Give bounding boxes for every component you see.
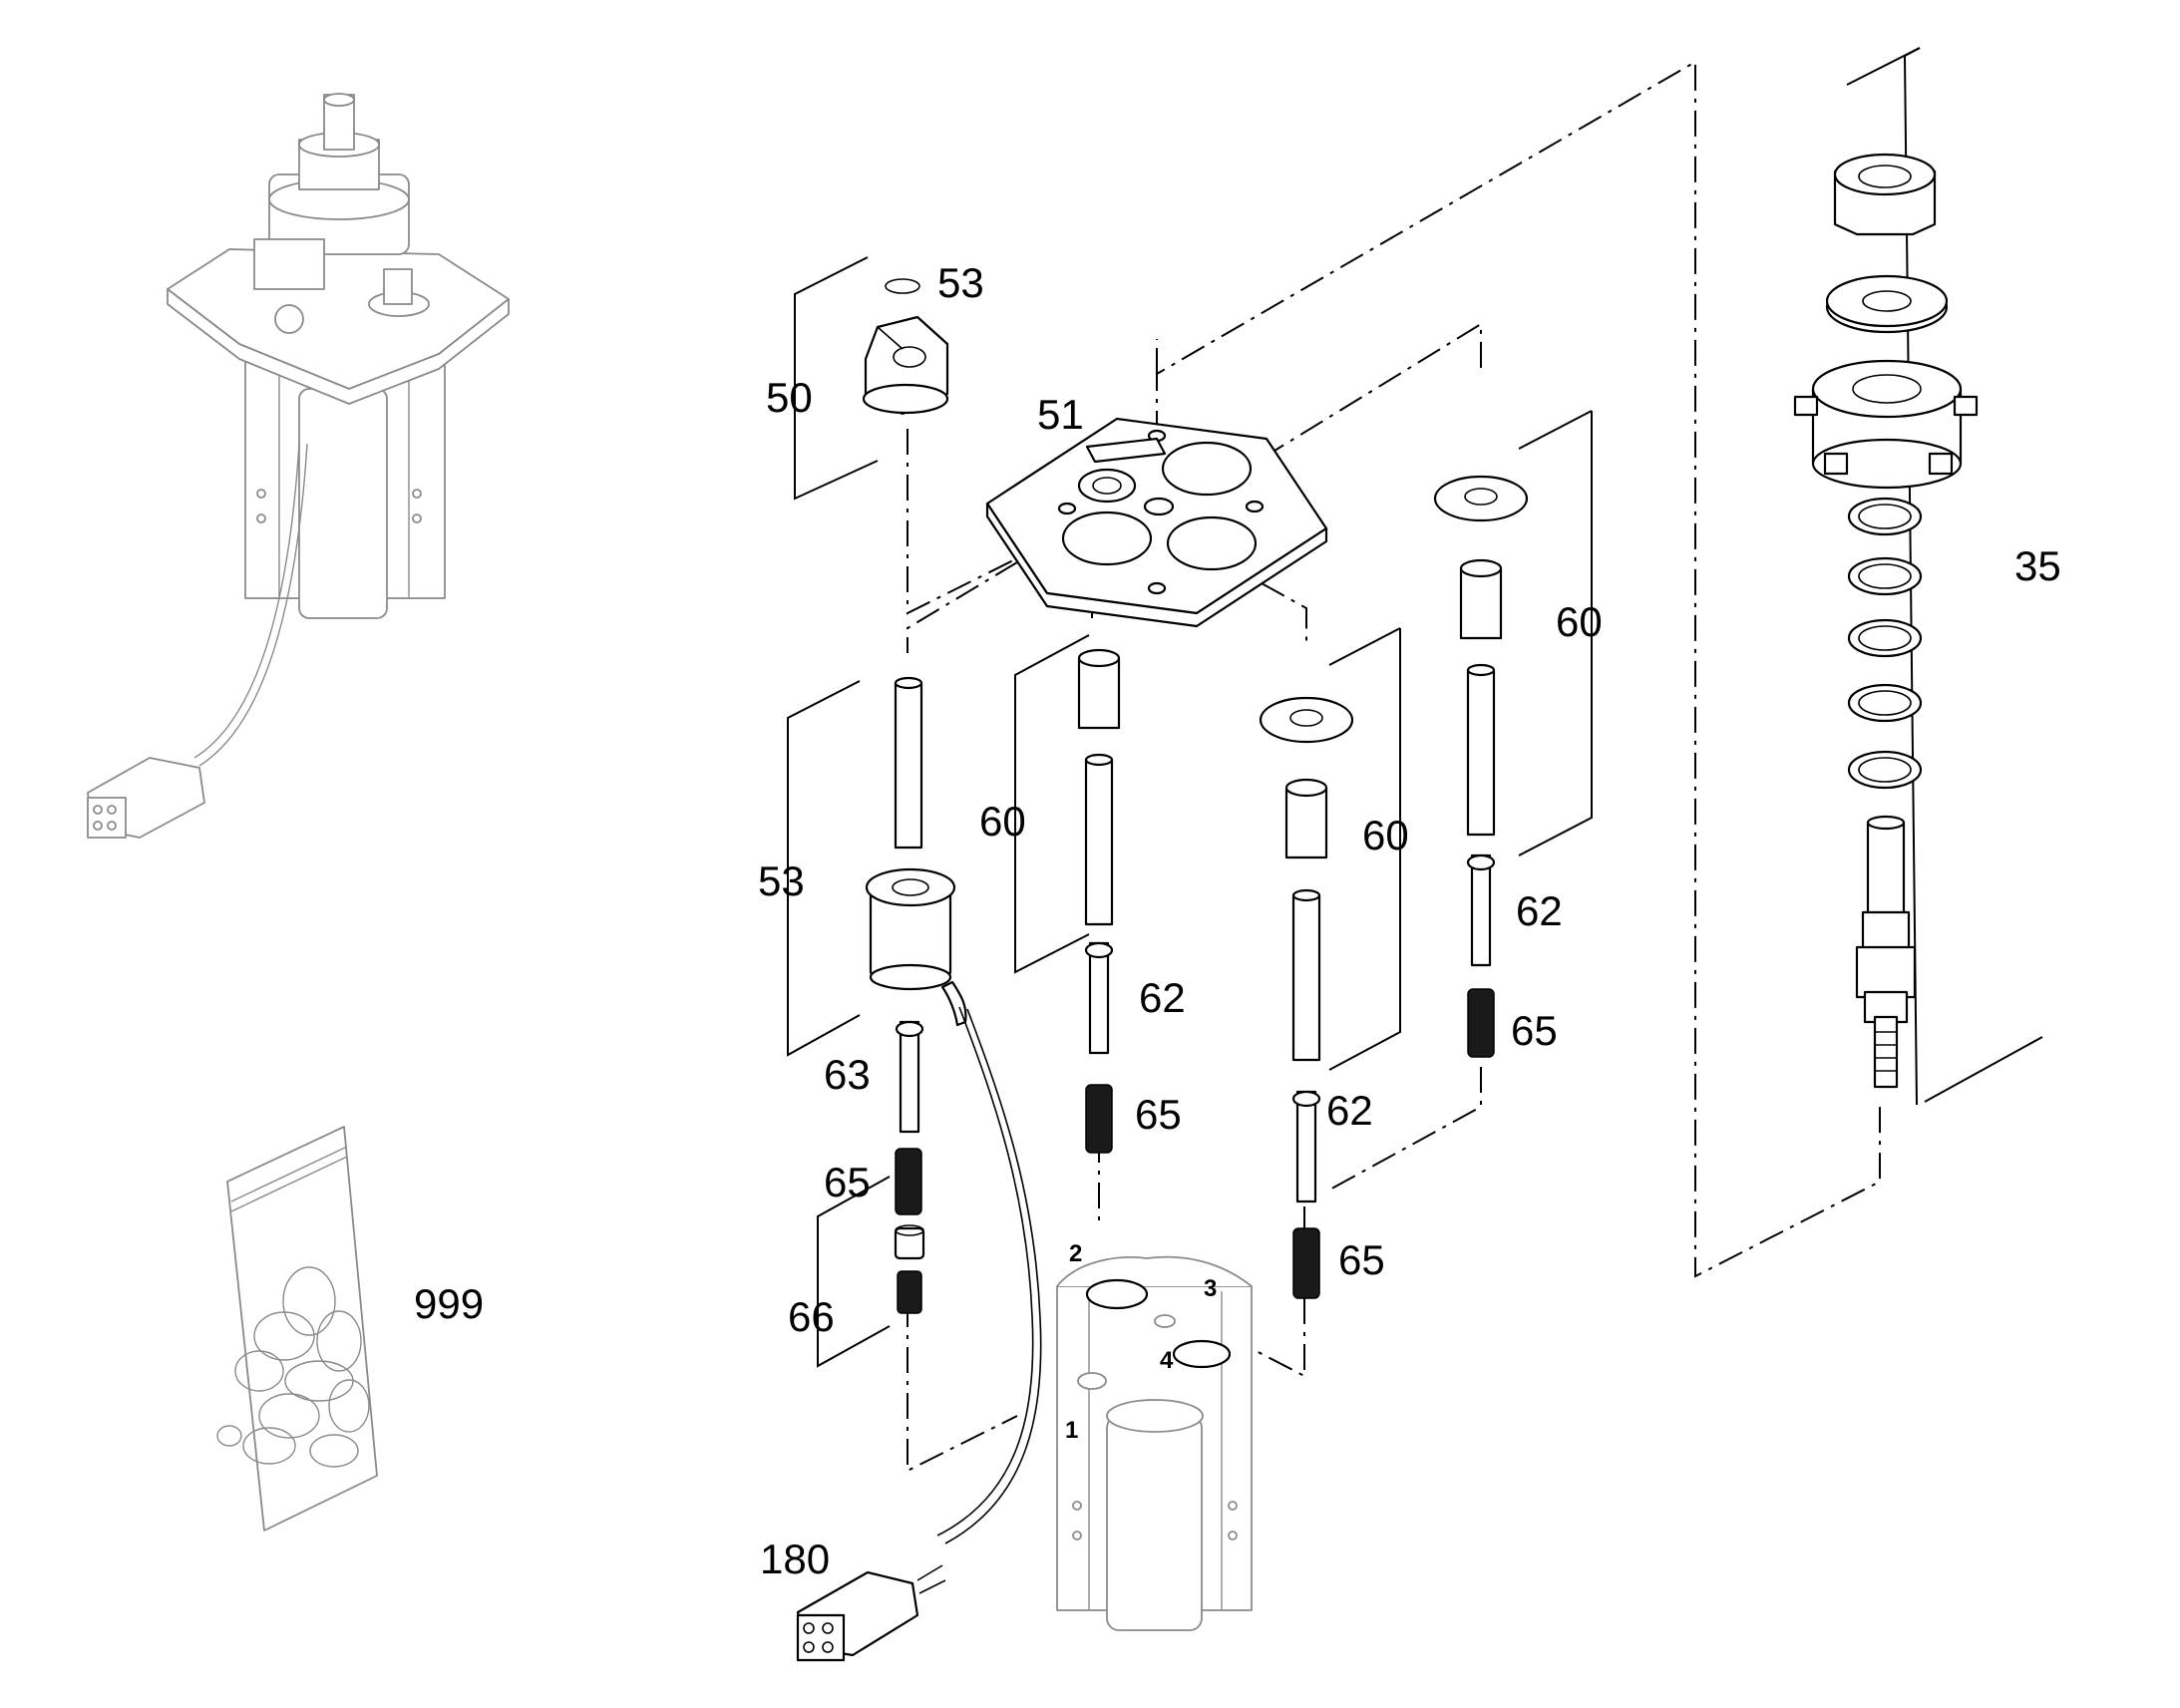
callout-65-right: 65 — [1511, 1007, 1558, 1054]
callout-53-top: 53 — [937, 259, 984, 306]
middle-left-spool-stack — [1077, 648, 1121, 1154]
o-ring-kit-bag — [216, 1126, 378, 1532]
callout-180: 180 — [760, 1536, 830, 1582]
assembled-valve-unit — [87, 93, 510, 839]
callout-62-left: 62 — [1139, 974, 1186, 1021]
detent-block-50 — [862, 278, 949, 416]
middle-right-spool-stack — [1259, 696, 1354, 1299]
callout-60-left: 60 — [979, 798, 1026, 845]
left-solenoid-stack — [865, 676, 1042, 1544]
callout-999: 999 — [414, 1280, 484, 1327]
callout-60-middle: 60 — [1362, 812, 1409, 858]
callout-35: 35 — [2014, 542, 2061, 589]
port-label-2: 2 — [1069, 1240, 1082, 1267]
callout-50: 50 — [766, 374, 813, 421]
valve-body: 2 3 4 1 — [1056, 1240, 1253, 1631]
handle-assembly-35 — [1793, 153, 1979, 1089]
right-spool-stack — [1433, 475, 1529, 1058]
callout-labels: 53 50 51 35 60 60 60 53 62 62 62 63 65 6… — [414, 259, 2061, 1582]
callout-62-right: 62 — [1516, 887, 1563, 934]
port-label-3: 3 — [1204, 1275, 1217, 1302]
callout-51: 51 — [1037, 391, 1084, 438]
callout-66: 66 — [788, 1293, 835, 1340]
callout-60-right: 60 — [1556, 598, 1603, 645]
callout-63: 63 — [824, 1051, 871, 1098]
port-label-1: 1 — [1065, 1417, 1078, 1444]
leader-brackets — [787, 47, 2043, 1368]
assembly-center-lines — [907, 60, 1881, 1473]
callout-65-left: 65 — [1135, 1091, 1182, 1138]
callout-62-middle: 62 — [1326, 1087, 1373, 1134]
callout-53-left: 53 — [758, 857, 805, 904]
callout-65-solenoid: 65 — [824, 1159, 871, 1205]
connector-180 — [796, 1564, 946, 1662]
callout-65-middle: 65 — [1338, 1236, 1385, 1283]
port-label-4: 4 — [1160, 1347, 1174, 1374]
gate-plate-51 — [985, 417, 1328, 628]
